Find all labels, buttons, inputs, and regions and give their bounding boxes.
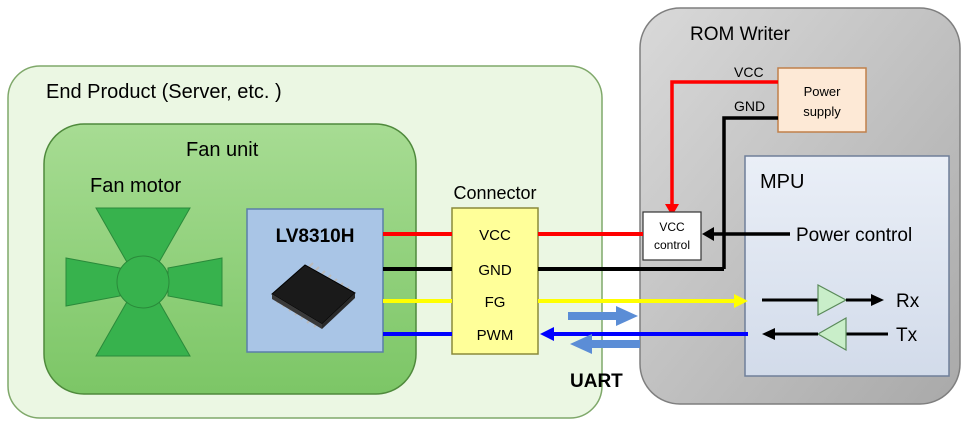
power-supply-box <box>777 67 867 133</box>
power-supply-line2: supply <box>803 104 841 119</box>
connector-box <box>451 207 539 355</box>
tx-arrow-head <box>762 328 775 340</box>
chip-name: LV8310H <box>276 226 355 247</box>
end-product-title: End Product (Server, etc. ) <box>46 81 282 103</box>
tx-label: Tx <box>896 325 918 346</box>
connector-pin-fg: FG <box>485 294 506 311</box>
connector-pin-vcc: VCC <box>479 227 511 244</box>
vcc-arrow-head <box>665 204 679 216</box>
pwm-arrow-head <box>540 327 554 341</box>
fg-arrow-head <box>734 294 748 308</box>
mpu-title: MPU <box>760 171 804 193</box>
connector-pin-pwm: PWM <box>477 327 514 344</box>
rx-arrow-head <box>871 294 884 306</box>
rom-writer-title: ROM Writer <box>690 24 791 45</box>
fan-icon <box>65 207 223 357</box>
wire-gnd-supply <box>722 116 778 269</box>
fan-motor-label: Fan motor <box>90 175 181 197</box>
connector-title: Connector <box>453 183 536 203</box>
connector-pin-gnd: GND <box>478 262 512 279</box>
mpu-box <box>744 155 950 377</box>
vcc-control-line1: VCC <box>659 220 685 234</box>
rx-label: Rx <box>896 291 920 312</box>
tx-buffer-icon <box>816 316 847 352</box>
uart-right-arrow-icon <box>568 306 638 326</box>
uart-label: UART <box>570 371 623 392</box>
rx-buffer-icon <box>817 283 848 317</box>
fan-unit-title: Fan unit <box>186 139 259 161</box>
vcc-control-line2: control <box>654 238 690 252</box>
ic-chip-icon <box>271 262 356 329</box>
power-supply-line1: Power <box>804 84 842 99</box>
power-control-arrow-head <box>702 227 714 241</box>
power-control-label: Power control <box>796 225 912 246</box>
supply-vcc-label: VCC <box>734 64 764 80</box>
wire-vcc-supply <box>670 80 778 210</box>
supply-gnd-label: GND <box>734 98 765 114</box>
uart-left-arrow-icon <box>570 334 640 354</box>
